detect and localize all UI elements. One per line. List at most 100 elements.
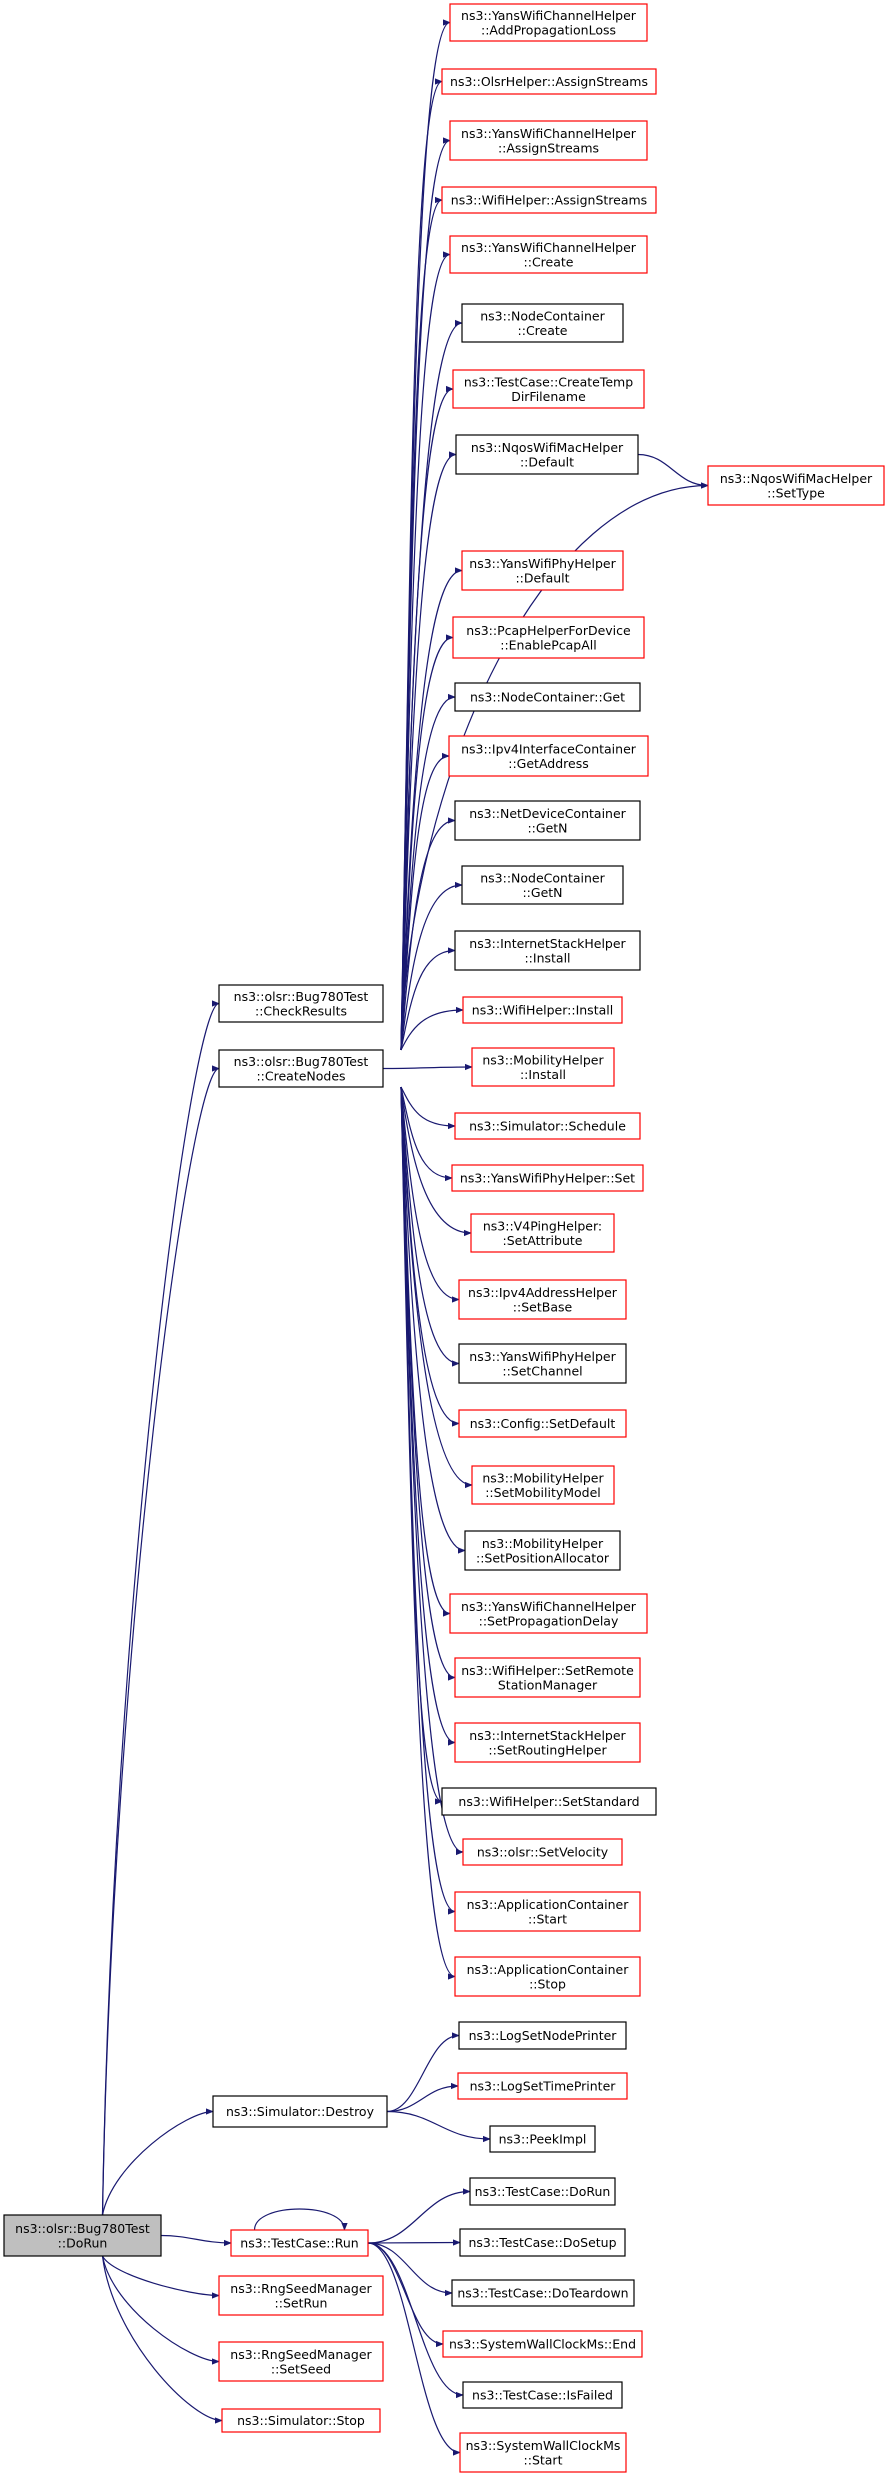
- node-box: [212, 2095, 388, 2128]
- node-ipv4setbase[interactable]: ns3::Ipv4AddressHelper::SetBase: [458, 1279, 627, 1320]
- node-olsrassign[interactable]: ns3::OlsrHelper::AssignStreams: [441, 68, 657, 95]
- node-box: [461, 303, 624, 343]
- node-label-line: ::Install: [520, 1067, 566, 1082]
- node-label-line: ns3::NqosWifiMacHelper: [720, 471, 873, 486]
- node-box: [471, 1047, 615, 1087]
- node-yansassign[interactable]: ns3::YansWifiChannelHelper::AssignStream…: [449, 120, 648, 161]
- node-createnodes[interactable]: ns3::olsr::Bug780Test::CreateNodes: [218, 1049, 384, 1088]
- edge-dorun-to-simstop: [101, 2255, 223, 2424]
- node-box: [458, 1279, 627, 1320]
- node-nccreate[interactable]: ns3::NodeContainer::Create: [461, 303, 624, 343]
- node-v4pingsetattr[interactable]: ns3::V4PingHelper::SetAttribute: [470, 1213, 615, 1253]
- node-box: [454, 682, 641, 712]
- node-box: [459, 2432, 627, 2473]
- node-configsetdefault[interactable]: ns3::Config::SetDefault: [458, 1409, 627, 1438]
- node-label-line: ::Create: [518, 323, 568, 338]
- node-label-line: ::Create: [524, 254, 574, 269]
- node-wifiassign[interactable]: ns3::WifiHelper::AssignStreams: [441, 186, 657, 214]
- node-tcdoteardown[interactable]: ns3::TestCase::DoTeardown: [451, 2279, 635, 2307]
- node-setseed[interactable]: ns3::RngSeedManager::SetSeed: [218, 2341, 384, 2382]
- node-box: [470, 1213, 615, 1253]
- node-yanscreate[interactable]: ns3::YansWifiChannelHelper::Create: [449, 235, 648, 274]
- node-ndcgetn[interactable]: ns3::NetDeviceContainer::GetN: [454, 800, 641, 841]
- node-tcisfailed[interactable]: ns3::TestCase::IsFailed: [462, 2381, 623, 2409]
- node-simschedule[interactable]: ns3::Simulator::Schedule: [454, 1112, 641, 1140]
- edge-testcaserun-to-tcdosetup: [367, 2239, 461, 2246]
- node-box: [454, 1657, 641, 1698]
- node-appstart[interactable]: ns3::ApplicationContainer::Start: [454, 1891, 641, 1932]
- node-label-line: ns3::InternetStackHelper: [469, 1728, 626, 1743]
- node-box: [449, 3, 648, 42]
- node-wifisetstd[interactable]: ns3::WifiHelper::SetStandard: [441, 1787, 657, 1816]
- node-box: [454, 1956, 641, 1997]
- node-box: [218, 984, 384, 1023]
- node-label-line: ::Start: [528, 1911, 567, 1926]
- edge-testcaserun-to-tcisfailed: [367, 2242, 464, 2399]
- node-yanssetprop[interactable]: ns3::YansWifiChannelHelper::SetPropagati…: [449, 1593, 648, 1634]
- node-label-line: ns3::Ipv4AddressHelper: [468, 1285, 618, 1300]
- node-inetsetrouting[interactable]: ns3::InternetStackHelper::SetRoutingHelp…: [454, 1722, 641, 1763]
- node-label-line: ns3::NetDeviceContainer: [469, 806, 626, 821]
- node-label-line: ns3::WifiHelper::SetRemote: [461, 1663, 634, 1678]
- edge-createnodes-to-ndcgetn: [400, 817, 456, 1051]
- node-box: [454, 930, 641, 971]
- node-addproploss[interactable]: ns3::YansWifiChannelHelper::AddPropagati…: [449, 3, 648, 42]
- node-label-line: ns3::PeekImpl: [499, 2132, 587, 2147]
- node-mobsetmodel[interactable]: ns3::MobilityHelper::SetMobilityModel: [471, 1465, 615, 1505]
- node-ncgetn[interactable]: ns3::NodeContainer::GetN: [461, 865, 624, 905]
- node-box: [451, 2279, 635, 2307]
- node-wifiinstall[interactable]: ns3::WifiHelper::Install: [462, 996, 623, 1024]
- node-mobinstall[interactable]: ns3::MobilityHelper::Install: [471, 1047, 615, 1087]
- node-yansphysetchan[interactable]: ns3::YansWifiPhyHelper::SetChannel: [458, 1343, 627, 1384]
- edge-createnodes-to-inetinstall: [400, 947, 456, 1051]
- node-olsrsetvel[interactable]: ns3::olsr::SetVelocity: [462, 1838, 623, 1866]
- node-mobsetpos[interactable]: ns3::MobilityHelper::SetPositionAllocato…: [464, 1530, 621, 1571]
- node-inetinstall[interactable]: ns3::InternetStackHelper::Install: [454, 930, 641, 971]
- node-label-line: ns3::ApplicationContainer: [467, 1897, 630, 1912]
- node-box: [218, 1049, 384, 1088]
- node-label-line: StationManager: [498, 1677, 598, 1692]
- node-label-line: ::AssignStreams: [498, 140, 599, 155]
- node-box: [451, 1164, 644, 1192]
- node-label-line: ns3::MobilityHelper: [482, 1052, 604, 1067]
- node-ipv4getaddr[interactable]: ns3::Ipv4InterfaceContainer::GetAddress: [448, 735, 649, 777]
- node-swcstart[interactable]: ns3::SystemWallClockMs::Start: [459, 2432, 627, 2473]
- node-tcdosetup[interactable]: ns3::TestCase::DoSetup: [459, 2228, 626, 2257]
- nodes-layer: ns3::olsr::Bug780Test::DoRunns3::olsr::B…: [3, 3, 885, 2473]
- node-box: [449, 1593, 648, 1634]
- node-simstop[interactable]: ns3::Simulator::Stop: [221, 2408, 381, 2433]
- edge-dorun-to-testcaserun: [160, 2234, 232, 2247]
- node-box: [441, 1787, 657, 1816]
- node-swcend[interactable]: ns3::SystemWallClockMs::End: [442, 2330, 643, 2358]
- edge-createnodes-to-mobsetpos: [400, 1086, 466, 1554]
- node-box: [462, 2381, 623, 2409]
- node-logtimeprinter[interactable]: ns3::LogSetTimePrinter: [457, 2072, 628, 2100]
- node-box: [221, 2408, 381, 2433]
- node-lognodeprinter[interactable]: ns3::LogSetNodePrinter: [458, 2021, 627, 2050]
- node-simdestroy[interactable]: ns3::Simulator::Destroy: [212, 2095, 388, 2128]
- node-pcapall[interactable]: ns3::PcapHelperForDevice::EnablePcapAll: [452, 616, 645, 659]
- node-testcaserun[interactable]: ns3::TestCase::Run: [230, 2229, 369, 2257]
- edge-createnodes-to-v4pingsetattr: [400, 1086, 472, 1237]
- node-yansphydefault[interactable]: ns3::YansWifiPhyHelper::Default: [461, 550, 624, 591]
- node-setrun[interactable]: ns3::RngSeedManager::SetRun: [218, 2275, 384, 2316]
- node-checkresults[interactable]: ns3::olsr::Bug780Test::CheckResults: [218, 984, 384, 1023]
- node-appstop[interactable]: ns3::ApplicationContainer::Stop: [454, 1956, 641, 1997]
- node-box: [461, 865, 624, 905]
- node-ncget[interactable]: ns3::NodeContainer::Get: [454, 682, 641, 712]
- edge-dorun-to-createnodes: [101, 1065, 220, 2216]
- node-label-line: ::Stop: [529, 1976, 566, 1991]
- node-peekimpl[interactable]: ns3::PeekImpl: [489, 2125, 596, 2153]
- node-yansphyset[interactable]: ns3::YansWifiPhyHelper::Set: [451, 1164, 644, 1192]
- node-nqossettype[interactable]: ns3::NqosWifiMacHelper::SetType: [707, 465, 885, 506]
- edge-nqosdefault-to-nqossettype: [637, 453, 709, 489]
- edge-testcaserun-to-swcstart: [367, 2242, 461, 2456]
- node-nqosdefault[interactable]: ns3::NqosWifiMacHelper::Default: [455, 434, 639, 475]
- node-tcdorun[interactable]: ns3::TestCase::DoRun: [469, 2177, 616, 2206]
- node-label-line: ::CreateNodes: [256, 1068, 345, 1083]
- node-box: [454, 800, 641, 841]
- node-label-line: ::Start: [524, 2452, 563, 2467]
- node-box: [452, 616, 645, 659]
